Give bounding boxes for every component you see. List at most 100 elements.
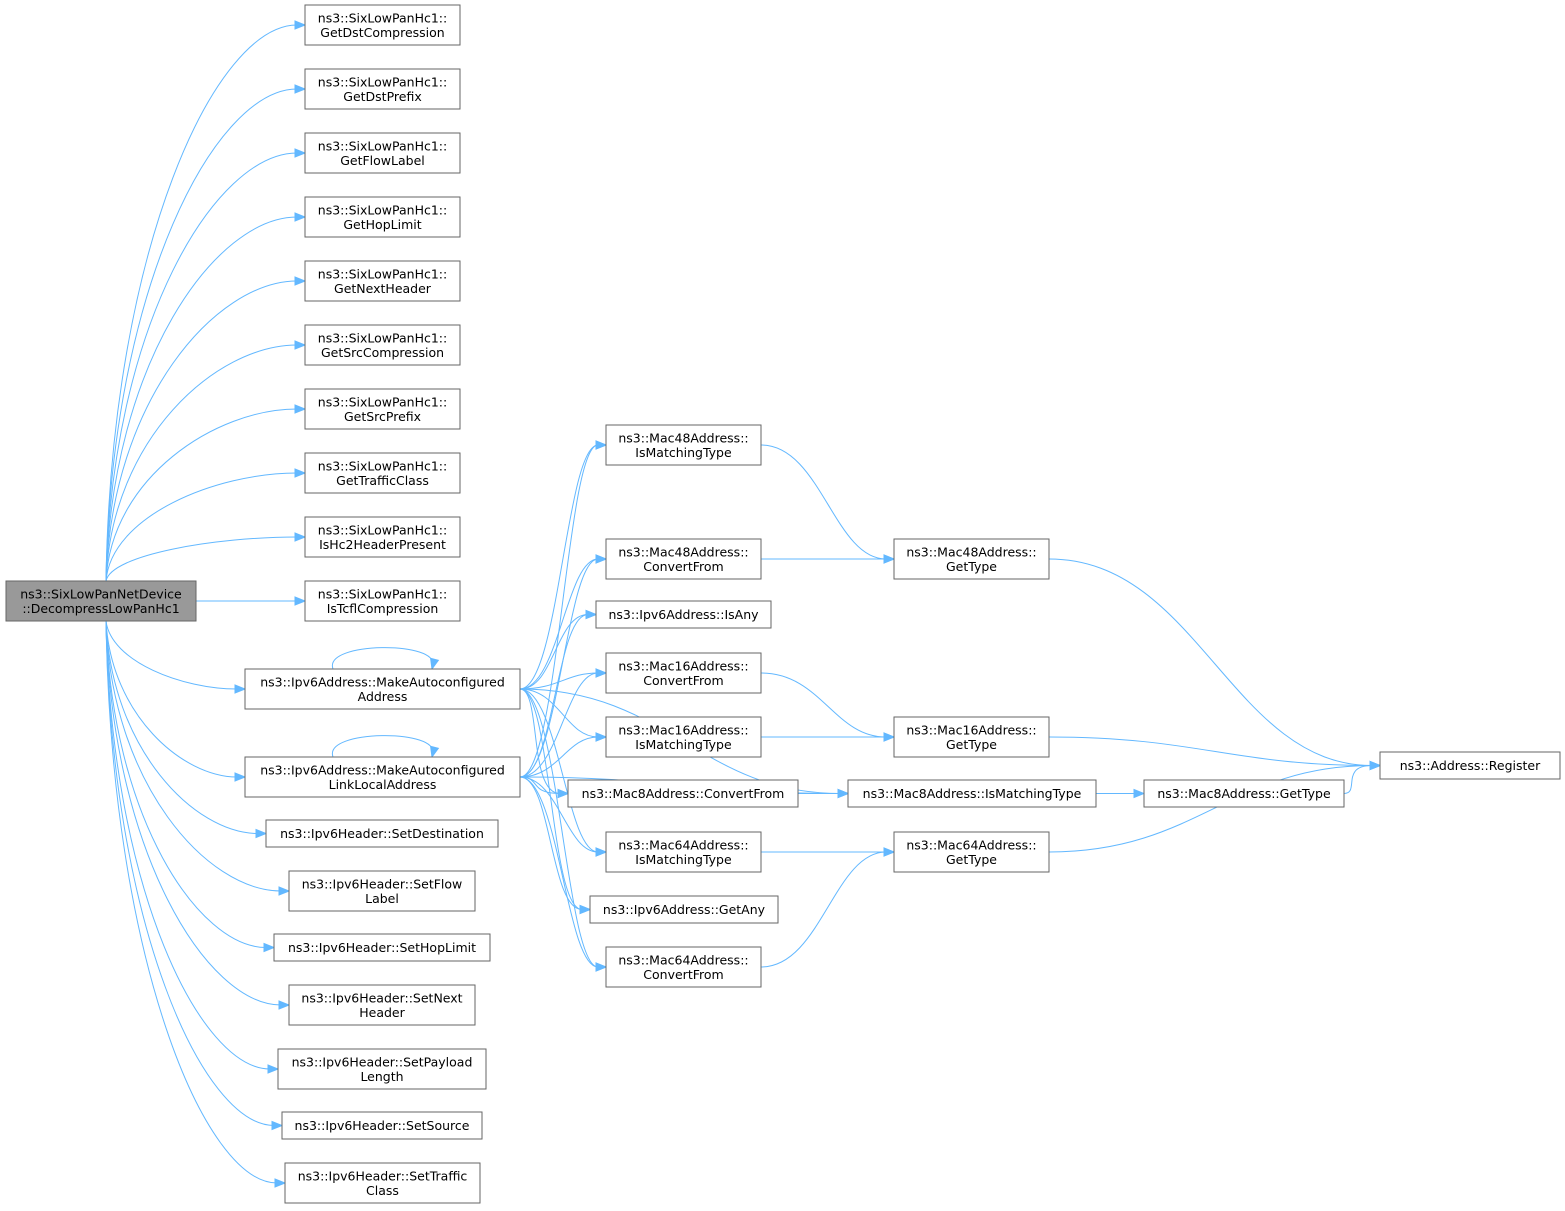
edge-path <box>519 444 599 778</box>
node-label: ns3::Mac64Address:: <box>618 952 748 967</box>
edge-mall-m48im <box>519 440 608 778</box>
edge-path <box>105 620 238 778</box>
edge-m64cf-m64gt <box>760 847 896 968</box>
node-box <box>304 452 461 494</box>
edge-path <box>105 620 267 948</box>
node-gsc[interactable]: ns3::SixLowPanHc1::GetSrcCompression <box>304 324 461 366</box>
node-box <box>265 819 499 848</box>
node-gfl[interactable]: ns3::SixLowPanHc1::GetFlowLabel <box>304 132 461 174</box>
node-box <box>284 1162 481 1204</box>
node-root[interactable]: ns3::SixLowPanNetDevice::DecompressLowPa… <box>5 580 197 622</box>
node-m8cf[interactable]: ns3::Mac8Address::ConvertFrom <box>567 779 799 808</box>
edge-arrow <box>294 340 307 350</box>
edge-path <box>105 472 298 582</box>
node-label: GetType <box>946 737 997 752</box>
edge-m64gt-areg <box>1048 760 1382 853</box>
node-box <box>1379 751 1561 780</box>
node-v6any[interactable]: ns3::Ipv6Address::IsAny <box>595 600 772 629</box>
edge-path <box>519 736 599 778</box>
edge-arrow <box>294 532 307 542</box>
node-label: ns3::SixLowPanHc1:: <box>318 586 447 601</box>
edge-arrow <box>294 468 307 478</box>
edge-path <box>105 88 298 582</box>
node-ssrc[interactable]: ns3::Ipv6Header::SetSource <box>281 1111 483 1140</box>
node-m8im[interactable]: ns3::Mac8Address::IsMatchingType <box>847 779 1097 808</box>
node-box <box>605 652 762 694</box>
node-m16im[interactable]: ns3::Mac16Address::IsMatchingType <box>605 716 762 758</box>
edge-root-ssrc <box>105 620 284 1131</box>
node-label: GetTrafficClass <box>336 473 429 488</box>
node-m48gt[interactable]: ns3::Mac48Address::GetType <box>893 538 1050 580</box>
node-box <box>244 756 521 798</box>
edge-path <box>105 620 259 834</box>
node-maa[interactable]: ns3::Ipv6Address::MakeAutoconfiguredAddr… <box>244 668 521 710</box>
node-label: GetNextHeader <box>334 281 432 296</box>
node-m48im[interactable]: ns3::Mac48Address::IsMatchingType <box>605 424 762 466</box>
node-shl[interactable]: ns3::Ipv6Header::SetHopLimit <box>273 933 491 962</box>
node-itc[interactable]: ns3::SixLowPanHc1::IsTcflCompression <box>304 580 461 622</box>
node-gtc[interactable]: ns3::SixLowPanHc1::GetTrafficClass <box>304 452 461 494</box>
edge-path <box>519 688 599 968</box>
node-label: IsMatchingType <box>635 445 732 460</box>
edge-arrow <box>234 772 247 782</box>
node-box <box>304 260 461 302</box>
node-m16cf[interactable]: ns3::Mac16Address::ConvertFrom <box>605 652 762 694</box>
edge-arrow <box>1133 788 1146 799</box>
node-m16gt[interactable]: ns3::Mac16Address::GetType <box>893 716 1050 758</box>
node-box <box>304 68 461 110</box>
node-label: ConvertFrom <box>643 559 723 574</box>
edge-arrow <box>883 554 896 564</box>
node-gdc[interactable]: ns3::SixLowPanHc1::GetDstCompression <box>304 4 461 46</box>
node-areg[interactable]: ns3::Address::Register <box>1379 751 1561 780</box>
node-v6getany[interactable]: ns3::Ipv6Address::GetAny <box>589 895 779 924</box>
node-m64gt[interactable]: ns3::Mac64Address::GetType <box>893 831 1050 873</box>
node-label: IsTcflCompression <box>327 601 439 616</box>
node-m64cf[interactable]: ns3::Mac64Address::ConvertFrom <box>605 946 762 988</box>
node-box <box>847 779 1097 808</box>
node-label: ns3::Mac16Address:: <box>618 722 748 737</box>
edge-path <box>1048 765 1373 853</box>
edge-path <box>519 688 599 853</box>
node-box <box>304 388 461 430</box>
edge-mall-m16cf <box>519 668 608 778</box>
edge-arrow <box>883 732 896 742</box>
edge-root-gdc <box>105 20 307 582</box>
node-ihc2[interactable]: ns3::SixLowPanHc1::IsHc2HeaderPresent <box>304 516 461 558</box>
node-gsp[interactable]: ns3::SixLowPanHc1::GetSrcPrefix <box>304 388 461 430</box>
edge-arrow <box>595 440 608 450</box>
node-m8gt[interactable]: ns3::Mac8Address::GetType <box>1143 779 1345 808</box>
node-gnh[interactable]: ns3::SixLowPanHc1::GetNextHeader <box>304 260 461 302</box>
edge-path <box>332 735 433 758</box>
edge-mall-m16im <box>519 732 608 778</box>
edge-maa-v6any <box>519 609 598 690</box>
node-box <box>589 895 779 924</box>
node-label: ns3::SixLowPanHc1:: <box>318 458 447 473</box>
edge-path <box>760 672 887 738</box>
node-label: Address <box>358 689 408 704</box>
node-gdp[interactable]: ns3::SixLowPanHc1::GetDstPrefix <box>304 68 461 110</box>
node-m64im[interactable]: ns3::Mac64Address::IsMatchingType <box>605 831 762 873</box>
node-ghl[interactable]: ns3::SixLowPanHc1::GetHopLimit <box>304 196 461 238</box>
edge-arrow <box>294 276 307 286</box>
edge-arrow <box>234 684 247 694</box>
edge-arrow <box>294 148 307 158</box>
edge-m16cf-m16gt <box>760 672 896 742</box>
node-label: ::DecompressLowPanHc1 <box>22 601 179 616</box>
edge-path <box>105 536 298 582</box>
node-sdst[interactable]: ns3::Ipv6Header::SetDestination <box>265 819 499 848</box>
edge-path <box>760 851 887 968</box>
edge-root-sdst <box>105 620 268 839</box>
node-label: GetSrcCompression <box>321 345 444 360</box>
edge-m8im-m8gt <box>1096 788 1146 799</box>
node-box <box>304 516 461 558</box>
node-label: ns3::Mac16Address:: <box>618 658 748 673</box>
edge-maa-m64cf <box>519 688 608 972</box>
node-m48cf[interactable]: ns3::Mac48Address::ConvertFrom <box>605 538 762 580</box>
node-mall[interactable]: ns3::Ipv6Address::MakeAutoconfiguredLink… <box>244 756 521 798</box>
edge-path <box>519 444 599 690</box>
node-label: ns3::Mac8Address::GetType <box>1157 786 1331 801</box>
